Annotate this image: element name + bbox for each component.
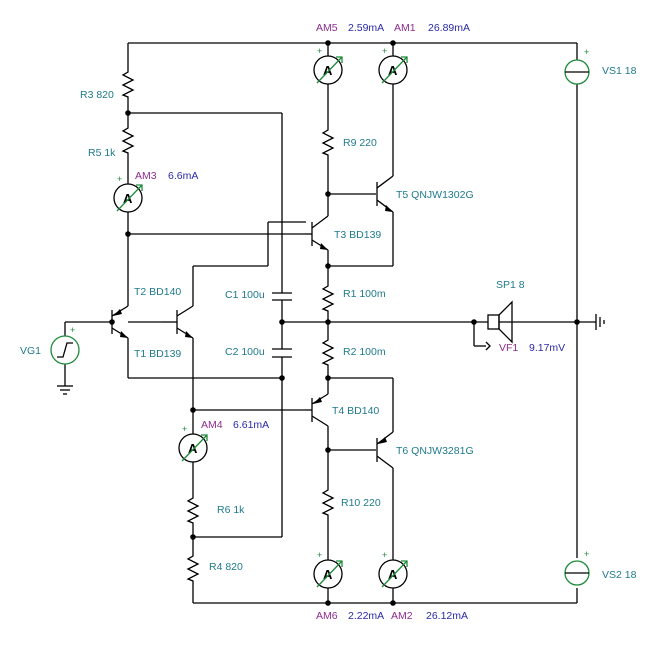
svg-text:2.59mA: 2.59mA: [348, 22, 384, 34]
transistor-t5: T5 QNJW1302G: [376, 175, 474, 213]
ammeter-am4: A + AM4 6.61mA: [178, 419, 269, 463]
transistor-t4: T4 BD140: [306, 393, 379, 427]
ammeter-am1: A + AM1 26.89mA: [378, 22, 470, 85]
signal-generator-vg1: + VG1: [20, 325, 80, 365]
svg-text:T2 BD140: T2 BD140: [134, 286, 181, 298]
svg-text:SP1 8: SP1 8: [496, 279, 525, 291]
resistor-r1: R1 100m: [321, 282, 386, 314]
ammeter-am5: A + AM5 2.59mA: [313, 22, 384, 85]
resistor-r4: R4 820: [186, 552, 243, 584]
svg-text:2.22mA: 2.22mA: [348, 610, 384, 622]
voltmeter-vf1: VF1 9.17mV: [485, 341, 565, 354]
svg-text:A: A: [388, 567, 398, 582]
svg-text:R10 220: R10 220: [341, 497, 381, 509]
svg-text:6.6mA: 6.6mA: [168, 170, 198, 182]
transistor-t3: T3 BD139: [306, 215, 381, 251]
svg-text:+: +: [317, 550, 322, 560]
svg-text:T3 BD139: T3 BD139: [334, 229, 381, 241]
junctions: [109, 40, 580, 606]
svg-text:+: +: [382, 46, 387, 56]
svg-text:T1 BD139: T1 BD139: [134, 348, 181, 360]
ammeter-am2: A + AM2 26.12mA: [378, 550, 468, 622]
svg-text:AM6: AM6: [316, 610, 338, 622]
svg-text:+: +: [182, 424, 187, 434]
svg-text:AM5: AM5: [316, 22, 338, 34]
resistor-r6: R6 1k: [186, 494, 245, 526]
svg-text:R5 1k: R5 1k: [88, 147, 116, 159]
wires: [57, 42, 605, 604]
capacitor-c2: C2 100u: [225, 346, 292, 358]
capacitor-c1: C1 100u: [225, 289, 292, 301]
transistor-t1: T1 BD139: [120, 331, 181, 360]
svg-text:R2 100m: R2 100m: [343, 346, 386, 358]
ammeter-am6: A + AM6 2.22mA: [313, 550, 384, 622]
svg-text:AM1: AM1: [394, 22, 416, 34]
svg-text:AM3: AM3: [135, 170, 157, 182]
svg-text:VG1: VG1: [20, 345, 41, 357]
svg-text:+: +: [584, 549, 589, 559]
svg-text:R6 1k: R6 1k: [217, 504, 245, 516]
svg-text:R9 220: R9 220: [343, 137, 377, 149]
resistor-r9: R9 220: [321, 126, 377, 158]
svg-text:+: +: [584, 47, 589, 57]
svg-text:A: A: [188, 441, 198, 456]
svg-text:+: +: [70, 325, 75, 335]
source-vs2: + VS2 18: [564, 549, 637, 586]
svg-text:T4 BD140: T4 BD140: [332, 405, 379, 417]
transistor-mid: [162, 305, 194, 339]
speaker-sp1: SP1 8: [487, 279, 525, 344]
svg-text:T6 QNJW3281G: T6 QNJW3281G: [396, 445, 474, 457]
ammeter-am3: A + AM3 6.6mA: [113, 170, 198, 213]
svg-text:+: +: [317, 46, 322, 56]
svg-text:26.89mA: 26.89mA: [428, 22, 470, 34]
svg-text:R3 820: R3 820: [80, 89, 114, 101]
svg-text:C2 100u: C2 100u: [225, 346, 265, 358]
svg-text:6.61mA: 6.61mA: [233, 419, 269, 431]
svg-text:A: A: [388, 63, 398, 78]
svg-text:9.17mV: 9.17mV: [529, 342, 565, 354]
source-vs1: + VS1 18: [564, 47, 637, 85]
svg-text:26.12mA: 26.12mA: [426, 610, 468, 622]
svg-text:+: +: [382, 550, 387, 560]
svg-text:C1 100u: C1 100u: [225, 289, 265, 301]
svg-text:T5 QNJW1302G: T5 QNJW1302G: [396, 189, 474, 201]
svg-text:VF1: VF1: [499, 342, 518, 354]
svg-text:A: A: [323, 567, 333, 582]
transistor-t2: T2 BD140: [111, 286, 181, 339]
svg-text:R1 100m: R1 100m: [343, 288, 386, 300]
svg-text:AM4: AM4: [201, 419, 223, 431]
svg-text:+: +: [117, 174, 122, 184]
svg-text:A: A: [123, 191, 133, 206]
svg-text:VS1 18: VS1 18: [602, 65, 637, 77]
transistor-t6: T6 QNJW3281G: [376, 431, 474, 469]
svg-text:AM2: AM2: [391, 610, 413, 622]
resistor-r5: R5 1k: [88, 124, 135, 159]
resistor-r10: R10 220: [321, 486, 381, 518]
svg-text:R4 820: R4 820: [209, 561, 243, 573]
resistor-r3: R3 820: [80, 68, 135, 101]
svg-text:VS2 18: VS2 18: [602, 569, 637, 581]
resistor-r2: R2 100m: [321, 336, 386, 368]
svg-text:A: A: [323, 63, 333, 78]
